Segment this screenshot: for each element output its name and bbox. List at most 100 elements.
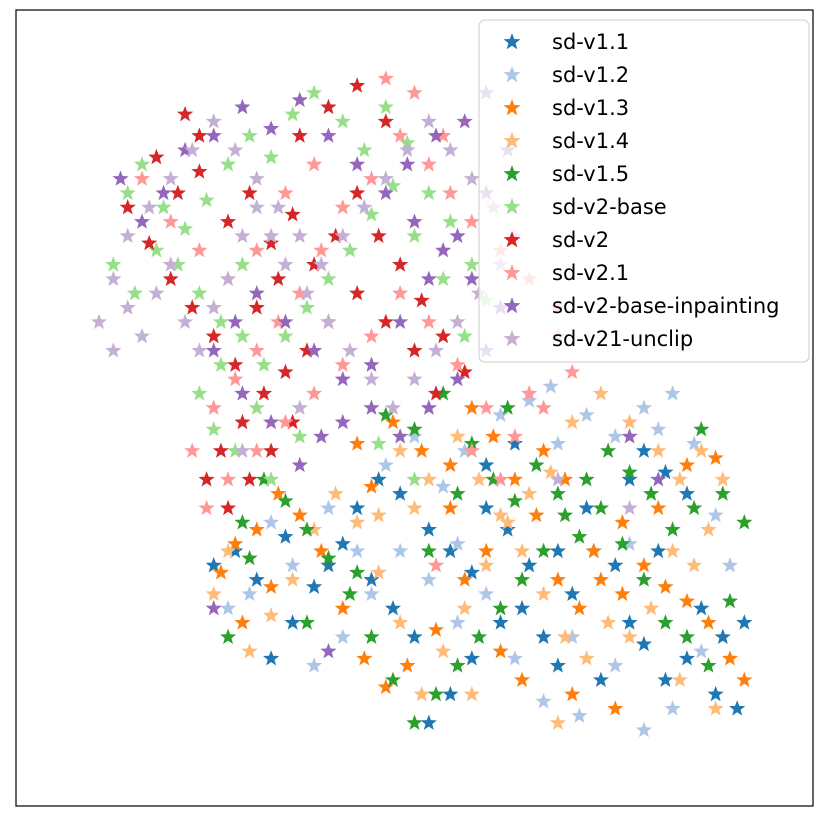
point-sd-v1.1-46	[478, 456, 495, 473]
legend-label-sd-v1.4: sd-v1.4	[552, 129, 629, 153]
point-sd-v1.4-42	[549, 714, 566, 730]
point-sd-v1.3-24	[478, 542, 495, 559]
point-sd-v1.2-29	[263, 514, 280, 530]
point-sd-v2-5	[263, 234, 280, 251]
point-sd-v21-unclip-1	[105, 342, 122, 358]
legend-marker-sd-v21-unclip	[503, 330, 521, 347]
point-sd-v2.1-24	[334, 356, 351, 372]
point-sd-v1.2-30	[241, 585, 258, 602]
legend-marker-sd-v2-base	[503, 198, 521, 215]
point-sd-v1.5-14	[700, 657, 717, 673]
point-sd-v21-unclip-5	[162, 256, 179, 272]
point-sd-v1.2-5	[521, 392, 538, 408]
point-sd-v1.2-4	[492, 406, 509, 423]
point-sd-v2-25	[198, 471, 215, 487]
point-sd-v2-base-18	[456, 327, 473, 344]
point-sd-v2-15	[427, 385, 445, 401]
point-sd-v1.3-16	[736, 671, 753, 687]
point-sd-v1.1-42	[227, 542, 244, 559]
point-sd-v2-1	[169, 184, 186, 201]
point-sd-v2-base-inpainting-30	[334, 413, 351, 430]
point-sd-v1.3-42	[607, 700, 624, 716]
point-sd-v21-unclip-44	[234, 442, 251, 458]
point-sd-v2-base-6	[241, 127, 258, 143]
point-sd-v2-base-inpainting-12	[435, 241, 452, 258]
legend-marker-sd-v2-base-inpainting	[503, 297, 521, 314]
point-sd-v1.1-43	[205, 557, 222, 573]
point-sd-v2-base-40	[191, 284, 208, 301]
point-sd-v2-base-36	[105, 256, 122, 272]
point-sd-v2-18	[349, 284, 366, 301]
point-sd-v1.4-0	[392, 442, 409, 458]
point-sd-v2-base-inpainting-21	[306, 342, 323, 358]
point-sd-v1.4-43	[671, 671, 688, 687]
point-sd-v1.5-40	[220, 628, 237, 644]
point-sd-v1.3-26	[427, 621, 445, 637]
point-sd-v21-unclip-32	[334, 227, 351, 244]
point-sd-v1.5-41	[241, 549, 258, 566]
point-sd-v2.1-16	[564, 363, 581, 380]
point-sd-v21-unclip-15	[320, 313, 337, 329]
point-sd-v1.1-30	[492, 614, 509, 630]
point-sd-v1.1-18	[693, 599, 710, 616]
legend-items: sd-v1.1sd-v1.2sd-v1.3sd-v1.4sd-v1.5sd-v2…	[503, 30, 779, 351]
point-sd-v1.4-21	[564, 413, 581, 430]
point-sd-v1.2-6	[549, 435, 566, 451]
point-sd-v1.1-26	[621, 471, 638, 487]
point-sd-v2-base-44	[406, 471, 423, 487]
point-sd-v21-unclip-40	[162, 170, 179, 186]
point-sd-v1.1-40	[263, 650, 280, 666]
point-sd-v2-base-inpainting-41	[320, 642, 337, 659]
point-sd-v21-unclip-16	[341, 342, 359, 358]
point-sd-v2-base-5	[220, 156, 237, 172]
point-sd-v2.1-31	[205, 399, 222, 415]
point-sd-v2.1-43	[492, 471, 509, 487]
point-sd-v1.3-29	[356, 650, 373, 666]
point-sd-v2-base-31	[205, 420, 222, 437]
point-sd-v2-21	[277, 363, 294, 380]
point-sd-v1.2-8	[607, 428, 624, 444]
point-sd-v1.4-17	[671, 471, 688, 487]
legend-box	[478, 19, 810, 363]
point-sd-v1.3-32	[291, 506, 308, 523]
point-sd-v1.5-26	[513, 571, 531, 587]
series-sd-v2.1	[133, 70, 581, 573]
point-sd-v2-base-22	[363, 206, 380, 222]
point-sd-v2-9	[349, 184, 366, 201]
point-sd-v1.5-19	[664, 521, 681, 537]
point-sd-v1.4-6	[535, 585, 552, 602]
point-sd-v1.3-2	[442, 456, 459, 473]
point-sd-v1.3-36	[212, 564, 229, 580]
point-sd-v2-base-21	[384, 177, 402, 193]
point-sd-v1.5-43	[349, 564, 366, 580]
point-sd-v1.1-36	[363, 571, 380, 587]
point-sd-v1.2-17	[607, 657, 624, 673]
point-sd-v2.1-9	[392, 127, 409, 143]
point-sd-v1.5-13	[678, 628, 696, 644]
point-sd-v1.5-28	[470, 628, 488, 644]
point-sd-v1.4-5	[513, 542, 531, 559]
point-sd-v21-unclip-12	[263, 227, 280, 244]
point-sd-v21-unclip-43	[105, 270, 122, 286]
point-sd-v1.5-22	[600, 442, 617, 458]
legend-label-sd-v21-unclip: sd-v21-unclip	[552, 327, 693, 351]
point-sd-v2-base-19	[435, 270, 452, 286]
point-sd-v2.1-18	[506, 428, 523, 444]
point-sd-v2-base-inpainting-17	[420, 399, 437, 415]
point-sd-v2-0	[148, 148, 165, 165]
point-sd-v1.3-25	[456, 571, 473, 587]
series-sd-v2-base-inpainting	[112, 84, 667, 659]
point-sd-v2-base-inpainting-43	[650, 471, 667, 487]
point-sd-v2.1-29	[198, 499, 215, 516]
point-sd-v2-38	[291, 127, 308, 143]
point-sd-v1.1-48	[592, 671, 609, 687]
point-sd-v1.3-31	[313, 542, 330, 559]
point-sd-v1.3-22	[556, 471, 574, 487]
point-sd-v1.3-21	[585, 542, 602, 559]
point-sd-v2-base-inpainting-40	[205, 599, 222, 616]
point-sd-v2-36	[248, 299, 265, 315]
legend: sd-v1.1sd-v1.2sd-v1.3sd-v1.4sd-v1.5sd-v2…	[478, 19, 810, 363]
point-sd-v2.1-23	[363, 327, 380, 344]
point-sd-v1.5-33	[363, 628, 380, 644]
point-sd-v21-unclip-35	[270, 199, 287, 215]
